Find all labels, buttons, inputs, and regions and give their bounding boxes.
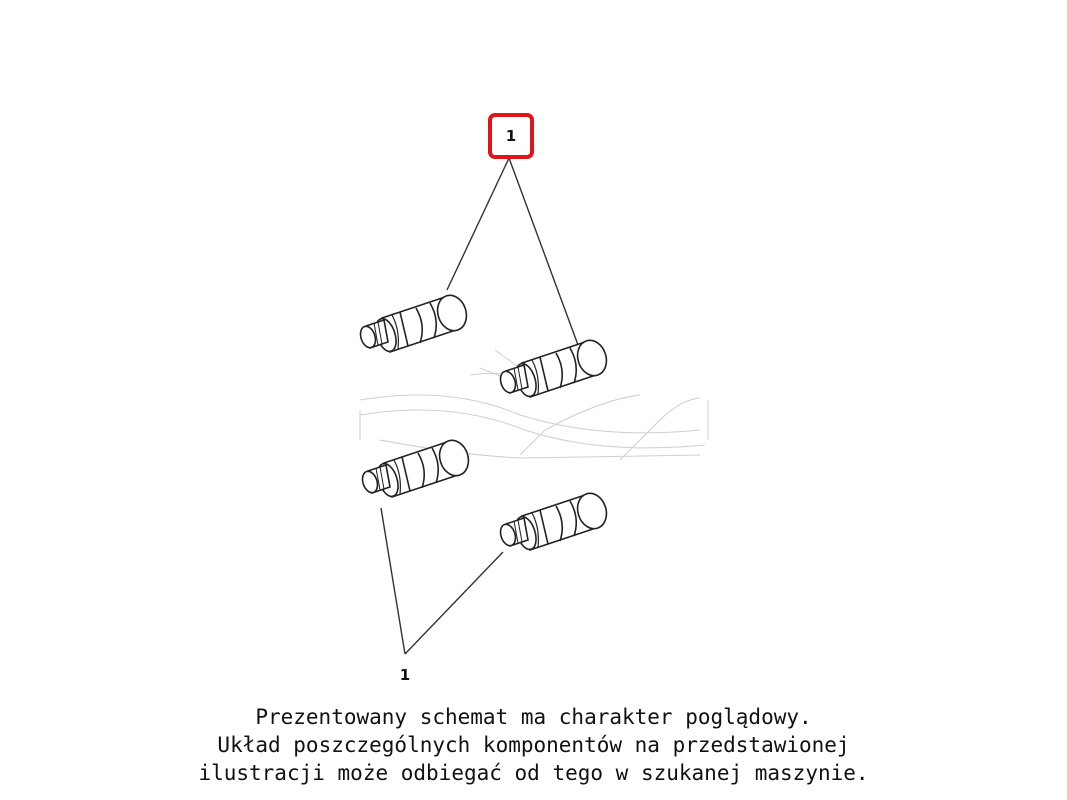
callout-highlighted[interactable]: 1	[488, 113, 534, 159]
threaded-connector-2	[497, 335, 612, 400]
leader-lines	[380, 157, 579, 655]
disclaimer-line-2: Układ poszczególnych komponentów na prze…	[217, 733, 850, 757]
threaded-connector-4	[497, 488, 612, 553]
threaded-connector-1	[357, 290, 472, 355]
callout-plain[interactable]: 1	[399, 666, 411, 684]
disclaimer-text: Prezentowany schemat ma charakter pogląd…	[0, 703, 1067, 787]
disclaimer-line-1: Prezentowany schemat ma charakter pogląd…	[255, 705, 812, 729]
disclaimer-line-3: ilustracji może odbiegać od tego w szuka…	[198, 761, 869, 785]
